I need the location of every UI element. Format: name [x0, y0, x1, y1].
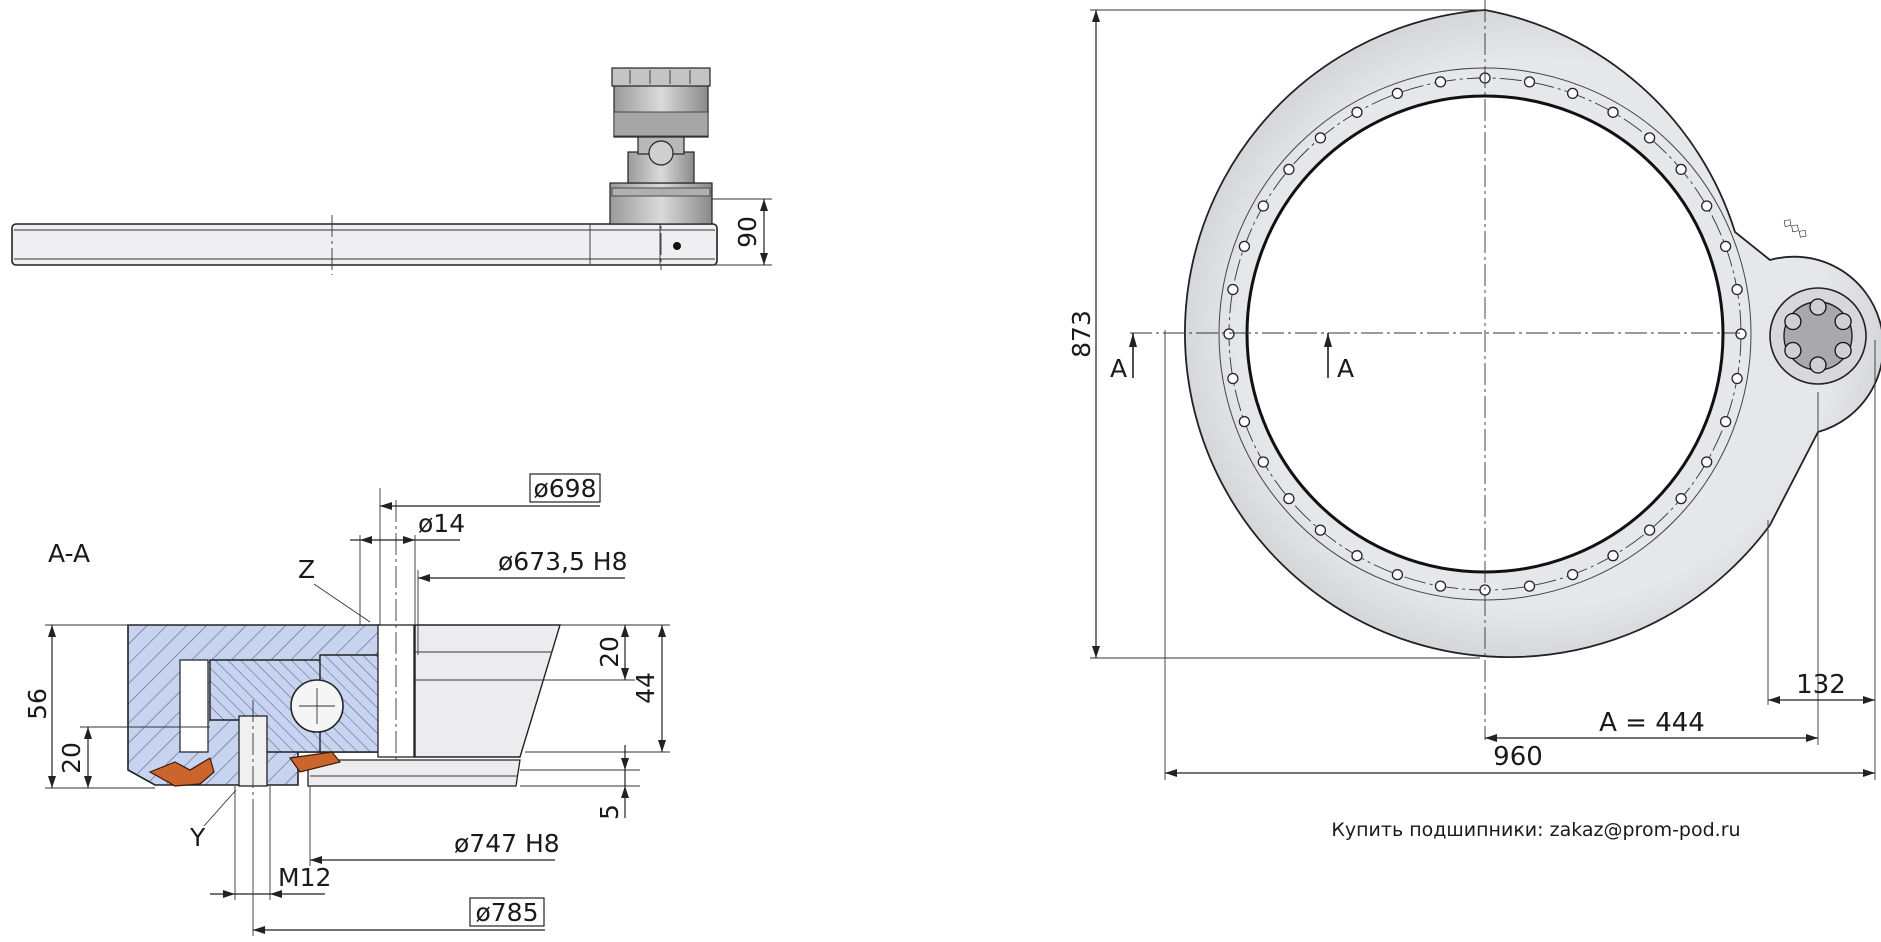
dim-20-left-label: 20	[57, 742, 86, 774]
section-label: A-A	[48, 539, 90, 568]
dim-132-label: 132	[1796, 670, 1846, 700]
bolt-hole	[1523, 76, 1536, 88]
dim-873-label: 873	[1067, 310, 1096, 358]
bolt-hole	[1238, 415, 1251, 428]
bolt-hole	[1314, 132, 1327, 144]
bolt-hole	[1238, 240, 1251, 253]
motor-bolts	[1784, 298, 1852, 374]
section-mark-a-left: A	[1110, 354, 1127, 383]
footer-contact: Купить подшипники: zakaz@prom-pod.ru	[1331, 819, 1740, 841]
bolt-hole	[1523, 580, 1536, 592]
bolt-hole	[1643, 524, 1656, 536]
dim-90-label: 90	[733, 216, 762, 248]
bolt-hole	[1227, 283, 1239, 296]
bolt-hole	[1434, 580, 1447, 592]
bolt-hole	[1731, 283, 1743, 296]
motor-bolt	[1834, 341, 1852, 360]
bolt-hole	[1607, 550, 1619, 562]
bolt-hole	[1257, 200, 1269, 212]
bolt-hole	[1735, 328, 1747, 340]
bolt-hole	[1391, 87, 1404, 100]
section-mark-a-right: A	[1337, 354, 1354, 383]
marker-y: Y	[189, 823, 206, 852]
motor-bolt	[1809, 356, 1827, 374]
dim-698-label: ø698	[533, 474, 596, 503]
bolt-hole	[1701, 200, 1713, 212]
motor-bolt	[1809, 298, 1827, 316]
dim-a444-label: A = 444	[1599, 708, 1705, 738]
bolt-hole	[1434, 76, 1447, 88]
bolt-hole	[1351, 550, 1363, 562]
bolt-hole	[1643, 132, 1656, 144]
bolt-hole	[1391, 568, 1404, 581]
bolt-hole	[1607, 106, 1619, 118]
bolt-hole	[1283, 163, 1295, 176]
dim-44-label: 44	[631, 672, 660, 704]
bolt-hole	[1314, 524, 1327, 536]
side-view: 90	[11, 67, 772, 275]
dim-m12-label: M12	[278, 863, 331, 892]
dim-785-label: ø785	[475, 898, 538, 927]
bolt-hole	[1283, 492, 1295, 505]
dim-14-label: ø14	[418, 509, 465, 538]
bolt-hole	[1227, 372, 1239, 385]
bolt-hole	[1351, 106, 1363, 118]
dim-20-top-label: 20	[595, 636, 624, 668]
bolt-hole	[1719, 240, 1732, 253]
bolt-hole	[1719, 415, 1732, 428]
dim-747-label: ø747 H8	[454, 829, 560, 858]
marker-z: Z	[298, 555, 315, 584]
motor-bolt	[1834, 312, 1852, 331]
section-view: A-A ø698	[23, 473, 670, 936]
bolt-hole	[1675, 163, 1687, 176]
bolt-hole	[1257, 456, 1269, 468]
logo-icon: ◇◇◇	[1780, 214, 1811, 242]
top-view: A A ◇◇◇ 873 132 A = 444 9	[1067, 0, 1881, 841]
dim-56-label: 56	[23, 688, 52, 720]
bolt-hole	[1566, 568, 1579, 581]
bolt-hole	[1566, 87, 1579, 100]
motor-bolt	[1784, 312, 1802, 331]
bolt-hole	[1731, 372, 1743, 385]
bolt-hole	[1675, 492, 1687, 505]
bolt-hole	[1701, 456, 1713, 468]
dim-673-label: ø673,5 H8	[498, 547, 628, 576]
bolt-hole	[1223, 328, 1235, 340]
dim-960-label: 960	[1493, 742, 1543, 772]
motor-bolt	[1784, 341, 1802, 360]
dim-5-label: 5	[595, 804, 624, 820]
